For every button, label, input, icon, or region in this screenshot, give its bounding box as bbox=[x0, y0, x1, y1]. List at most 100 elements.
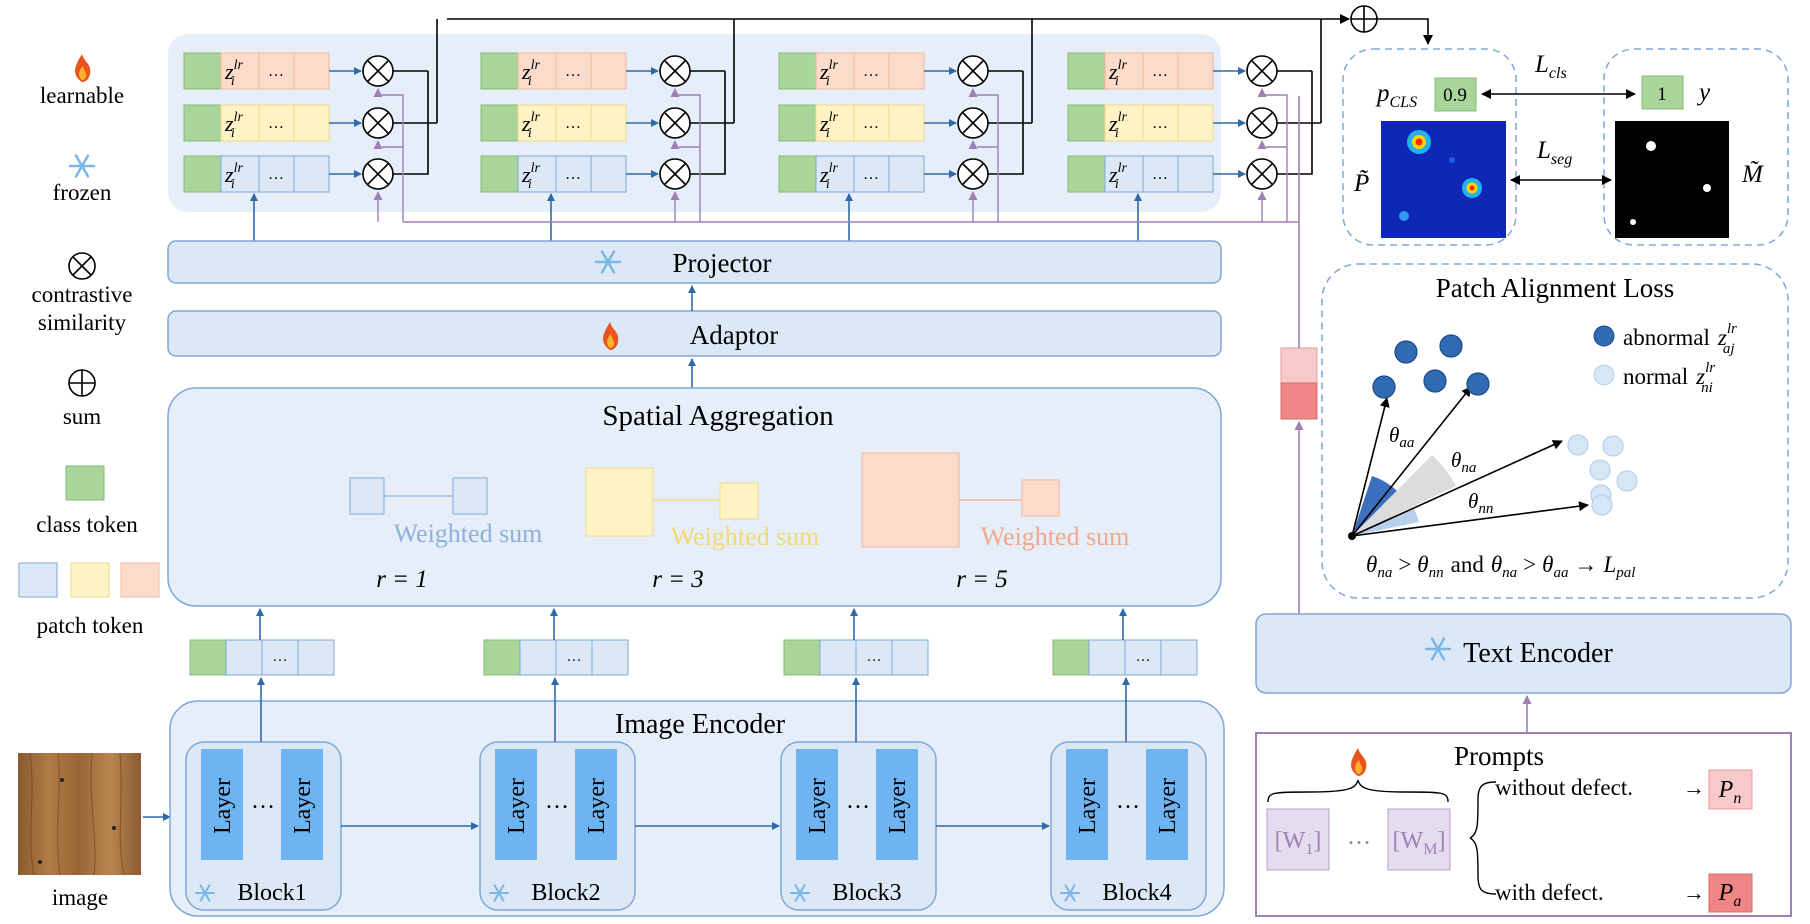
p-cls-sub: CLS bbox=[1390, 94, 1418, 111]
class-token bbox=[778, 52, 817, 90]
aggregation-r3: Weighted sum r = 3 bbox=[585, 467, 820, 593]
otimes-icon bbox=[659, 55, 691, 87]
prompts-label: Prompts bbox=[1454, 741, 1544, 771]
abnormal-z: z bbox=[1717, 325, 1727, 350]
block-output-tokens: … bbox=[189, 608, 335, 676]
token-ellipsis: … bbox=[1136, 649, 1151, 665]
layer-label: Layer bbox=[885, 778, 911, 834]
snowflake-icon bbox=[68, 154, 96, 178]
otimes-icon bbox=[659, 158, 691, 190]
legend-patch-token: patch token bbox=[37, 613, 144, 638]
token-ellipsis: … bbox=[273, 649, 288, 665]
otimes-icon bbox=[362, 158, 394, 190]
weighted-sum-label: Weighted sum bbox=[671, 522, 820, 551]
block-label: Block2 bbox=[531, 880, 600, 906]
layer-ellipsis: … bbox=[1116, 788, 1140, 814]
layer-label: Layer bbox=[584, 778, 610, 834]
prompt-without-defect: without defect. bbox=[1495, 775, 1633, 800]
patch-alignment-panel bbox=[1321, 263, 1789, 599]
abnormal-legend-marker bbox=[1593, 325, 1615, 347]
adaptor-label: Adaptor bbox=[690, 320, 778, 350]
layer-label: Layer bbox=[1155, 778, 1181, 834]
otimes-icon bbox=[68, 252, 96, 280]
normal-legend-marker bbox=[1593, 364, 1615, 386]
snowflake-icon bbox=[489, 884, 509, 902]
svg-text:[WM]: [WM] bbox=[1393, 828, 1446, 858]
sum-routing bbox=[447, 18, 1433, 45]
token-ellipsis: … bbox=[567, 649, 582, 665]
layer-ellipsis: … bbox=[846, 788, 870, 814]
pn-box bbox=[1708, 769, 1753, 810]
class-token bbox=[1067, 155, 1106, 193]
projector-box bbox=[167, 240, 1222, 284]
origin-point bbox=[1348, 532, 1356, 540]
l-seg-sub: seg bbox=[1551, 151, 1572, 168]
theta-na-sub: na bbox=[1461, 460, 1476, 476]
prompt-ellipsis: … bbox=[1347, 824, 1371, 850]
m-tilde-label: M̃ bbox=[1741, 161, 1764, 188]
arrow-to-pn: → bbox=[1683, 775, 1705, 800]
token-ellipsis: … bbox=[863, 166, 879, 183]
r5-label: r = 5 bbox=[956, 566, 1008, 593]
normal-sup: lr bbox=[1705, 360, 1715, 376]
legend-sum: sum bbox=[63, 404, 101, 429]
class-token bbox=[480, 155, 519, 193]
angle-vectors bbox=[1351, 386, 1589, 537]
otimes-icon bbox=[957, 107, 989, 139]
patch-token-row bbox=[220, 155, 330, 193]
token-ellipsis: … bbox=[268, 63, 284, 80]
theta-nn-sub: nn bbox=[1478, 501, 1493, 517]
normal-points bbox=[1567, 434, 1638, 516]
image-encoder-label: Image Encoder bbox=[615, 709, 786, 740]
class-token-swatch bbox=[65, 465, 105, 501]
token-ellipsis: … bbox=[268, 115, 284, 132]
patch-token-row bbox=[1104, 104, 1214, 142]
projector-label: Projector bbox=[673, 248, 772, 278]
fire-icon bbox=[603, 322, 619, 350]
layer-bar bbox=[575, 749, 617, 860]
patch-token-row bbox=[815, 104, 925, 142]
class-token bbox=[778, 104, 817, 142]
class-token bbox=[1067, 104, 1106, 142]
normal-z: z bbox=[1695, 364, 1705, 389]
svg-text:θnn: θnn bbox=[1468, 489, 1493, 517]
text-encoder-label: Text Encoder bbox=[1463, 638, 1613, 669]
svg-text:θaa: θaa bbox=[1389, 423, 1414, 451]
l-seg-label: L bbox=[1536, 137, 1551, 164]
l-cls-sub: cls bbox=[1549, 65, 1567, 82]
block-output-tokens: … bbox=[483, 608, 629, 676]
r3-label: r = 3 bbox=[652, 566, 704, 593]
y-box bbox=[1641, 75, 1684, 110]
abnormal-sup: lr bbox=[1727, 321, 1737, 337]
layer-bar bbox=[796, 749, 838, 860]
learnable-word-w1: [W1] bbox=[1266, 808, 1330, 871]
otimes-icon bbox=[957, 55, 989, 87]
otimes-icon bbox=[1246, 55, 1278, 87]
svg-text:Pa: Pa bbox=[1718, 880, 1742, 910]
text-embeddings bbox=[1280, 347, 1318, 420]
token-ellipsis: … bbox=[1152, 115, 1168, 132]
legend: learnable frozen contrastive similarity … bbox=[18, 54, 171, 910]
oplus-icon bbox=[68, 369, 96, 397]
otimes-icon bbox=[362, 55, 394, 87]
layer-ellipsis: … bbox=[251, 788, 275, 814]
p-tilde-label: P̃ bbox=[1353, 170, 1369, 197]
token-ellipsis: … bbox=[565, 166, 581, 183]
patch-alignment-label: Patch Alignment Loss bbox=[1436, 273, 1675, 303]
weighted-sum-label: Weighted sum bbox=[394, 519, 543, 548]
l-cls-label: L bbox=[1534, 51, 1549, 78]
snowflake-icon bbox=[195, 884, 215, 902]
snowflake-icon bbox=[1424, 637, 1452, 661]
